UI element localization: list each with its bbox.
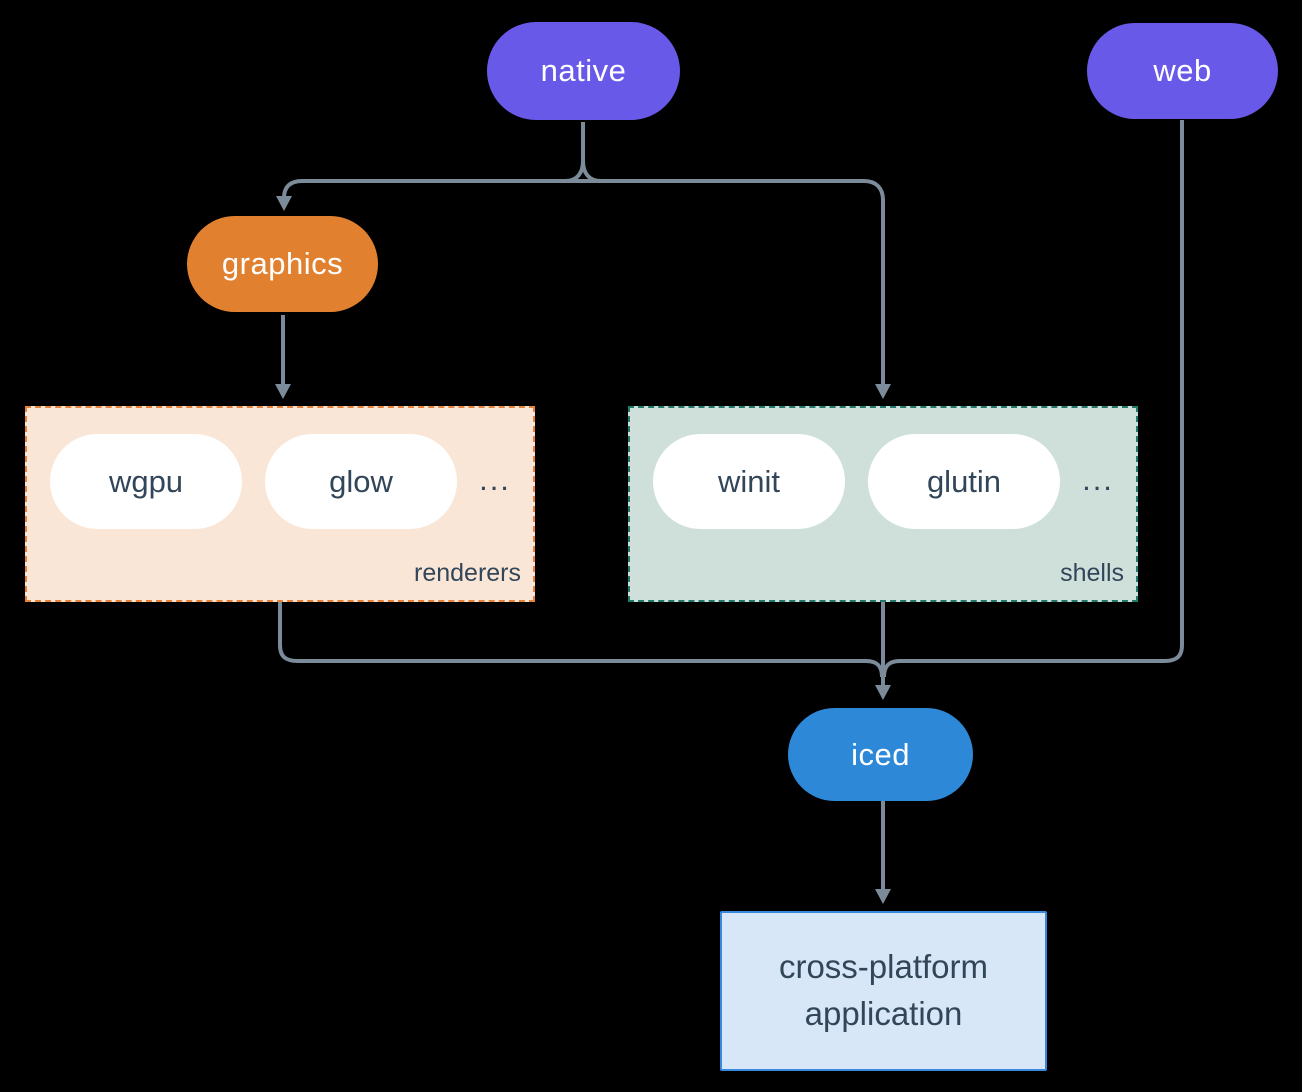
edge-native-graphics (282, 179, 885, 384)
node-native-label: native (540, 53, 627, 88)
node-glutin-label: glutin (926, 463, 1002, 499)
node-wgpu-label: wgpu (108, 463, 184, 499)
edge-web-merge (882, 120, 1184, 678)
renderers-group-label: renderers (414, 559, 521, 587)
node-glow-label: glow (329, 463, 393, 499)
group-renderers: wgpu glow ... renderers (25, 406, 535, 602)
node-glutin: glutin (868, 434, 1060, 529)
node-glow: glow (265, 434, 457, 529)
arrowhead-iced (875, 685, 891, 700)
application-label-line1: cross-platform (778, 948, 989, 986)
edge-native-fork-right-flare (581, 160, 602, 183)
node-native: native (487, 22, 680, 120)
arrowhead-shells (875, 384, 891, 399)
shells-ellipsis: ... (1082, 462, 1114, 497)
edge-renderers-merge (278, 601, 884, 678)
node-wgpu: wgpu (50, 434, 242, 529)
node-cross-platform-application: cross-platform application (720, 911, 1047, 1071)
group-shells: winit glutin ... shells (628, 406, 1138, 602)
application-label-line2: application (804, 995, 963, 1032)
node-graphics-label: graphics (221, 246, 344, 281)
shells-group-label: shells (1060, 559, 1124, 587)
node-web-label: web (1153, 53, 1212, 88)
node-graphics: graphics (187, 216, 378, 312)
arrowhead-application (875, 889, 891, 904)
node-web: web (1087, 23, 1278, 119)
arrowhead-graphics (276, 196, 292, 211)
edge-native-fork-left-flare (564, 160, 585, 183)
arrowhead-renderers (275, 384, 291, 399)
node-winit-label: winit (717, 463, 780, 499)
node-winit: winit (653, 434, 845, 529)
node-iced-label: iced (851, 736, 910, 772)
node-iced: iced (788, 708, 973, 801)
renderers-ellipsis: ... (479, 462, 511, 497)
